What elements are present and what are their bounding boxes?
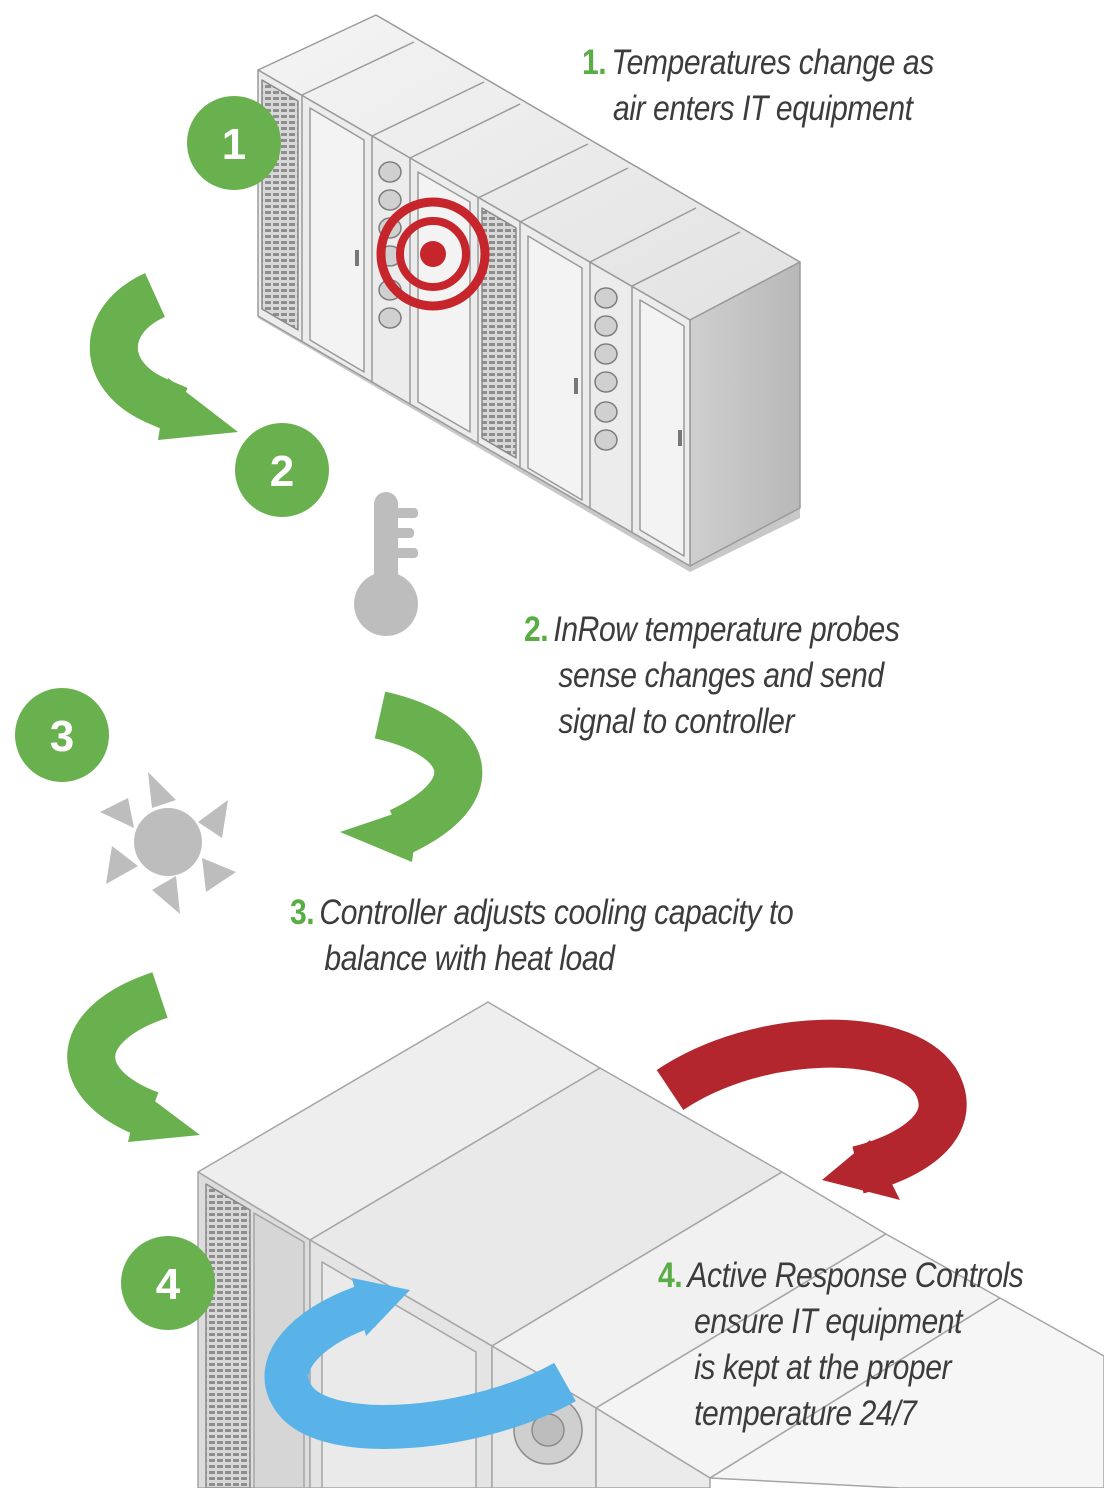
arrow-green-2 — [340, 691, 483, 862]
fan-icon — [100, 772, 236, 914]
step-3-line-2: balance with heat load — [324, 939, 615, 978]
badge-1: 1 — [187, 96, 281, 190]
rack-row-bottom — [197, 1001, 1104, 1488]
step-2-line-3: signal to controller — [558, 702, 795, 741]
step-1-caption: 1.Temperatures change as air enters IT e… — [582, 40, 934, 132]
svg-text:1: 1 — [222, 120, 246, 169]
badge-4: 4 — [121, 1236, 215, 1330]
step-4-caption: 4.Active Response Controls ensure IT equ… — [658, 1253, 1024, 1437]
svg-text:2: 2 — [270, 447, 294, 496]
step-4-line-1: Active Response Controls — [687, 1256, 1024, 1295]
arrow-green-3 — [67, 972, 200, 1142]
thermometer-icon — [354, 492, 418, 636]
step-1-line-2: air enters IT equipment — [612, 89, 913, 128]
svg-text:4: 4 — [156, 1260, 181, 1309]
target-icon — [376, 197, 490, 311]
step-2-number: 2. — [524, 610, 549, 649]
step-3-number: 3. — [290, 893, 315, 932]
step-3-line-1: Controller adjusts cooling capacity to — [319, 893, 794, 932]
arrow-red — [656, 1019, 967, 1200]
step-2-line-1: InRow temperature probes — [553, 610, 900, 649]
step-2-line-2: sense changes and send — [558, 656, 884, 695]
step-1-line-1: Temperatures change as — [611, 43, 934, 82]
arrow-blue — [264, 1278, 576, 1449]
badge-2: 2 — [235, 423, 329, 517]
step-4-line-4: temperature 24/7 — [694, 1394, 917, 1433]
step-2-caption: 2.InRow temperature probes sense changes… — [524, 607, 900, 745]
step-3-caption: 3.Controller adjusts cooling capacity to… — [290, 890, 794, 982]
badge-3: 3 — [15, 688, 109, 782]
rack-row-top — [257, 14, 801, 572]
step-4-line-2: ensure IT equipment — [694, 1302, 963, 1341]
step-1-number: 1. — [582, 43, 607, 82]
svg-text:3: 3 — [50, 712, 74, 761]
arrow-green-1 — [89, 273, 238, 440]
step-4-number: 4. — [658, 1256, 683, 1295]
step-4-line-3: is kept at the proper — [694, 1348, 952, 1387]
